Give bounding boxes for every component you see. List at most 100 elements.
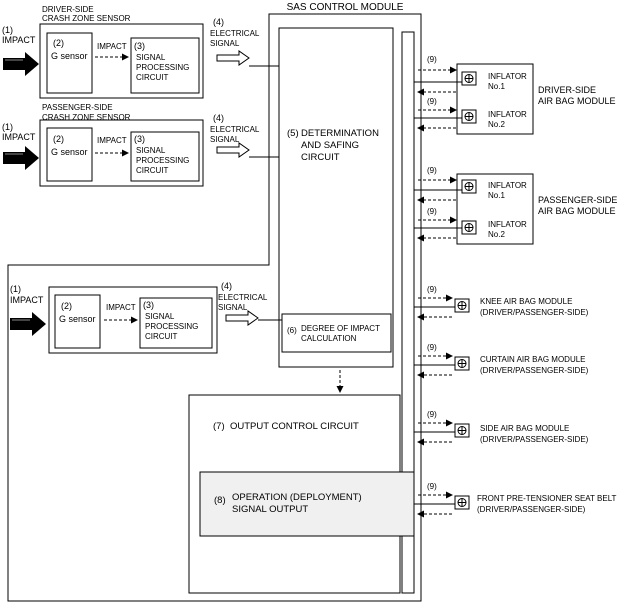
driver-spc-line1: SIGNAL: [136, 53, 166, 62]
pretensioner-line2: (DRIVER/PASSENGER-SIDE): [477, 505, 586, 514]
internal-impact-arrow-label: IMPACT: [106, 303, 136, 312]
side-signal-num: (9): [427, 410, 437, 419]
determination-line2: AND SAFING: [301, 140, 359, 151]
internal-spc-line1: SIGNAL: [145, 312, 175, 321]
passenger-inflator2-label: INFLATOR: [488, 220, 527, 229]
passenger-g-sensor-box: [46, 127, 93, 182]
passenger-module-line1: PASSENGER-SIDE: [538, 195, 617, 205]
output-control-label: OUTPUT CONTROL CIRCUIT: [230, 421, 359, 432]
passenger-impact-arrow-icon: [2, 145, 40, 171]
driver-module-line1: DRIVER-SIDE: [538, 85, 596, 95]
passenger-impact-num: (1): [2, 122, 13, 132]
driver-air-bag-module: (9) INFLATOR No.1 (9) INFLATOR No.2 DRIV…: [414, 55, 616, 135]
driver-impact-label: IMPACT: [2, 35, 36, 45]
driver-elec-arrow-icon: [216, 50, 250, 66]
curtain-line2: (DRIVER/PASSENGER-SIDE): [480, 366, 589, 375]
passenger-inflator1-num: No.1: [488, 191, 505, 200]
knee-air-bag-module: (9) KNEE AIR BAG MODULE (DRIVER/PASSENGE…: [414, 285, 589, 321]
passenger-elec-arrow-icon: [216, 142, 250, 158]
pretensioner-seat-belt: (9) FRONT PRE-TENSIONER SEAT BELT (DRIVE…: [414, 482, 617, 518]
passenger-crash-zone-sensor: PASSENGER-SIDE CRASH ZONE SENSOR (1) IMP…: [2, 103, 279, 187]
pretensioner-inflator-icon: [454, 495, 470, 510]
driver-inflator2-num: No.2: [488, 120, 505, 129]
passenger-spc-line3: CIRCUIT: [136, 166, 169, 175]
passenger-spc-box: [130, 131, 200, 182]
passenger-spc-line2: PROCESSING: [136, 156, 189, 165]
driver-crash-zone-sensor: DRIVER-SIDE CRASH ZONE SENSOR (1) IMPACT…: [2, 5, 279, 99]
driver-impact-num: (1): [2, 25, 13, 35]
internal-spc-line3: CIRCUIT: [145, 332, 178, 341]
internal-spc-box: [139, 297, 213, 349]
knee-signal-num: (9): [427, 285, 437, 294]
passenger-g-num: (2): [53, 134, 64, 144]
internal-elec-line1: ELECTRICAL: [218, 293, 268, 302]
driver-impact-arrow-icon: [2, 51, 40, 77]
operation-signal-box: [199, 471, 415, 537]
internal-impact-label: IMPACT: [10, 295, 44, 305]
passenger-inflator1-icon: [461, 179, 477, 194]
determination-safing-circuit: (5) DETERMINATION AND SAFING CIRCUIT: [287, 128, 379, 163]
driver-spc-line2: PROCESSING: [136, 63, 189, 72]
driver-inflator2-icon: [461, 109, 477, 124]
signal-bus-bar: [401, 31, 415, 594]
passenger-inflator2-num: No.2: [488, 230, 505, 239]
determination-line1: DETERMINATION: [301, 128, 379, 139]
internal-spc-num: (3): [143, 300, 154, 310]
curtain-line1: CURTAIN AIR BAG MODULE: [480, 355, 586, 364]
operation-num: (8): [214, 495, 226, 506]
internal-g-num: (2): [61, 301, 72, 311]
determination-num: (5): [287, 128, 299, 139]
passenger-inflator1-label: INFLATOR: [488, 181, 527, 190]
operation-line2: SIGNAL OUTPUT: [232, 504, 308, 515]
internal-elec-arrow-icon: [225, 310, 259, 326]
driver-inflator1-icon: [461, 71, 477, 86]
side-line1: SIDE AIR BAG MODULE: [480, 424, 569, 433]
degree-line2: CALCULATION: [301, 334, 357, 343]
internal-impact-num: (1): [10, 284, 21, 294]
passenger-sensor-title-2: CRASH ZONE SENSOR: [42, 113, 131, 122]
internal-elec-line2: SIGNAL: [218, 303, 248, 312]
driver-elec-num: (4): [213, 17, 224, 27]
driver-elec-line1: ELECTRICAL: [210, 29, 260, 38]
module-title: SAS CONTROL MODULE: [287, 2, 404, 13]
passenger-elec-line2: SIGNAL: [210, 135, 240, 144]
side-air-bag-module: (9) SIDE AIR BAG MODULE (DRIVER/PASSENGE…: [414, 410, 589, 446]
passenger-module-line2: AIR BAG MODULE: [538, 206, 616, 216]
driver-g-sensor-box: [46, 32, 93, 94]
driver-inflator1-num: No.1: [488, 82, 505, 91]
passenger-air-bag-module: (9) INFLATOR No.1 (9) INFLATOR No.2 PASS…: [414, 166, 617, 245]
driver-spc-num: (3): [134, 41, 145, 51]
driver-inflator1-signal-num: (9): [427, 55, 437, 64]
sas-module-outline: [7, 13, 422, 602]
passenger-inflator2-icon: [461, 220, 477, 235]
determination-column-box: [278, 27, 394, 368]
driver-spc-line3: CIRCUIT: [136, 73, 169, 82]
degree-of-impact-box: [281, 313, 392, 353]
passenger-sensor-title-1: PASSENGER-SIDE: [42, 103, 113, 112]
driver-spc-box: [130, 37, 200, 94]
driver-g-label: G sensor: [51, 51, 88, 61]
pretensioner-signal-num: (9): [427, 482, 437, 491]
knee-line1: KNEE AIR BAG MODULE: [480, 297, 572, 306]
driver-impact-arrow-label: IMPACT: [97, 42, 127, 51]
output-control-num: (7): [213, 421, 225, 432]
curtain-inflator-icon: [454, 356, 470, 371]
passenger-inflator2-signal-num: (9): [427, 207, 437, 216]
passenger-impact-arrow-label: IMPACT: [97, 136, 127, 145]
passenger-elec-line1: ELECTRICAL: [210, 125, 260, 134]
knee-line2: (DRIVER/PASSENGER-SIDE): [480, 308, 589, 317]
internal-g-sensor: (1) IMPACT (2) G sensor IMPACT (3) SIGNA…: [9, 281, 282, 354]
internal-impact-arrow-icon: [9, 311, 47, 337]
passenger-elec-num: (4): [213, 113, 224, 123]
passenger-inflator1-signal-num: (9): [427, 166, 437, 175]
passenger-g-label: G sensor: [51, 147, 88, 157]
driver-sensor-title-2: CRASH ZONE SENSOR: [42, 14, 131, 23]
driver-module-line2: AIR BAG MODULE: [538, 96, 616, 106]
passenger-spc-line1: SIGNAL: [136, 146, 166, 155]
driver-inflator1-label: INFLATOR: [488, 72, 527, 81]
side-inflator-icon: [454, 423, 470, 438]
knee-inflator-icon: [454, 298, 470, 313]
passenger-impact-label: IMPACT: [2, 132, 36, 142]
driver-sensor-title-1: DRIVER-SIDE: [42, 5, 94, 14]
passenger-spc-num: (3): [134, 134, 145, 144]
